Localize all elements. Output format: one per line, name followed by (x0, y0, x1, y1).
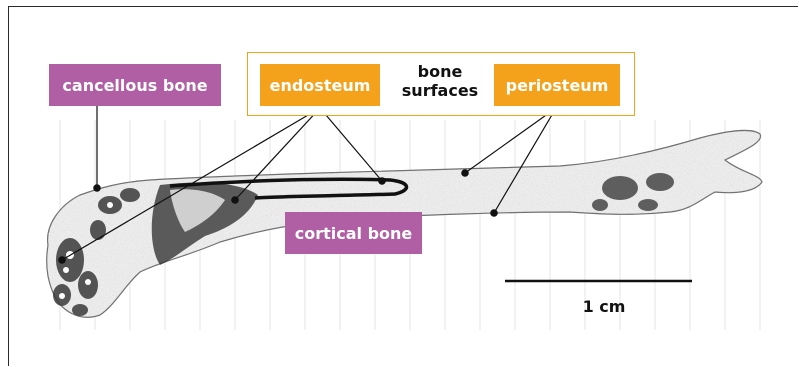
scale-bar-label: 1 cm (560, 297, 648, 316)
bone-surfaces-line2: surfaces (385, 81, 495, 100)
bone-surfaces-title: bone surfaces (385, 62, 495, 100)
periosteum-label: periosteum (494, 64, 620, 106)
endosteum-label: endosteum (260, 64, 380, 106)
bone-surfaces-line1: bone (385, 62, 495, 81)
endosteum-pointer-dot-1 (59, 257, 65, 263)
periosteum-pointer-dot-2 (491, 210, 497, 216)
endosteum-pointer-dot-3 (379, 178, 385, 184)
cortical-bone-label: cortical bone (285, 212, 422, 254)
periosteum-pointer-dot-1 (462, 170, 468, 176)
endosteum-pointer-dot-2 (232, 197, 238, 203)
cancellous-bone-label: cancellous bone (49, 64, 221, 106)
cancellous-pointer-dot (94, 185, 100, 191)
